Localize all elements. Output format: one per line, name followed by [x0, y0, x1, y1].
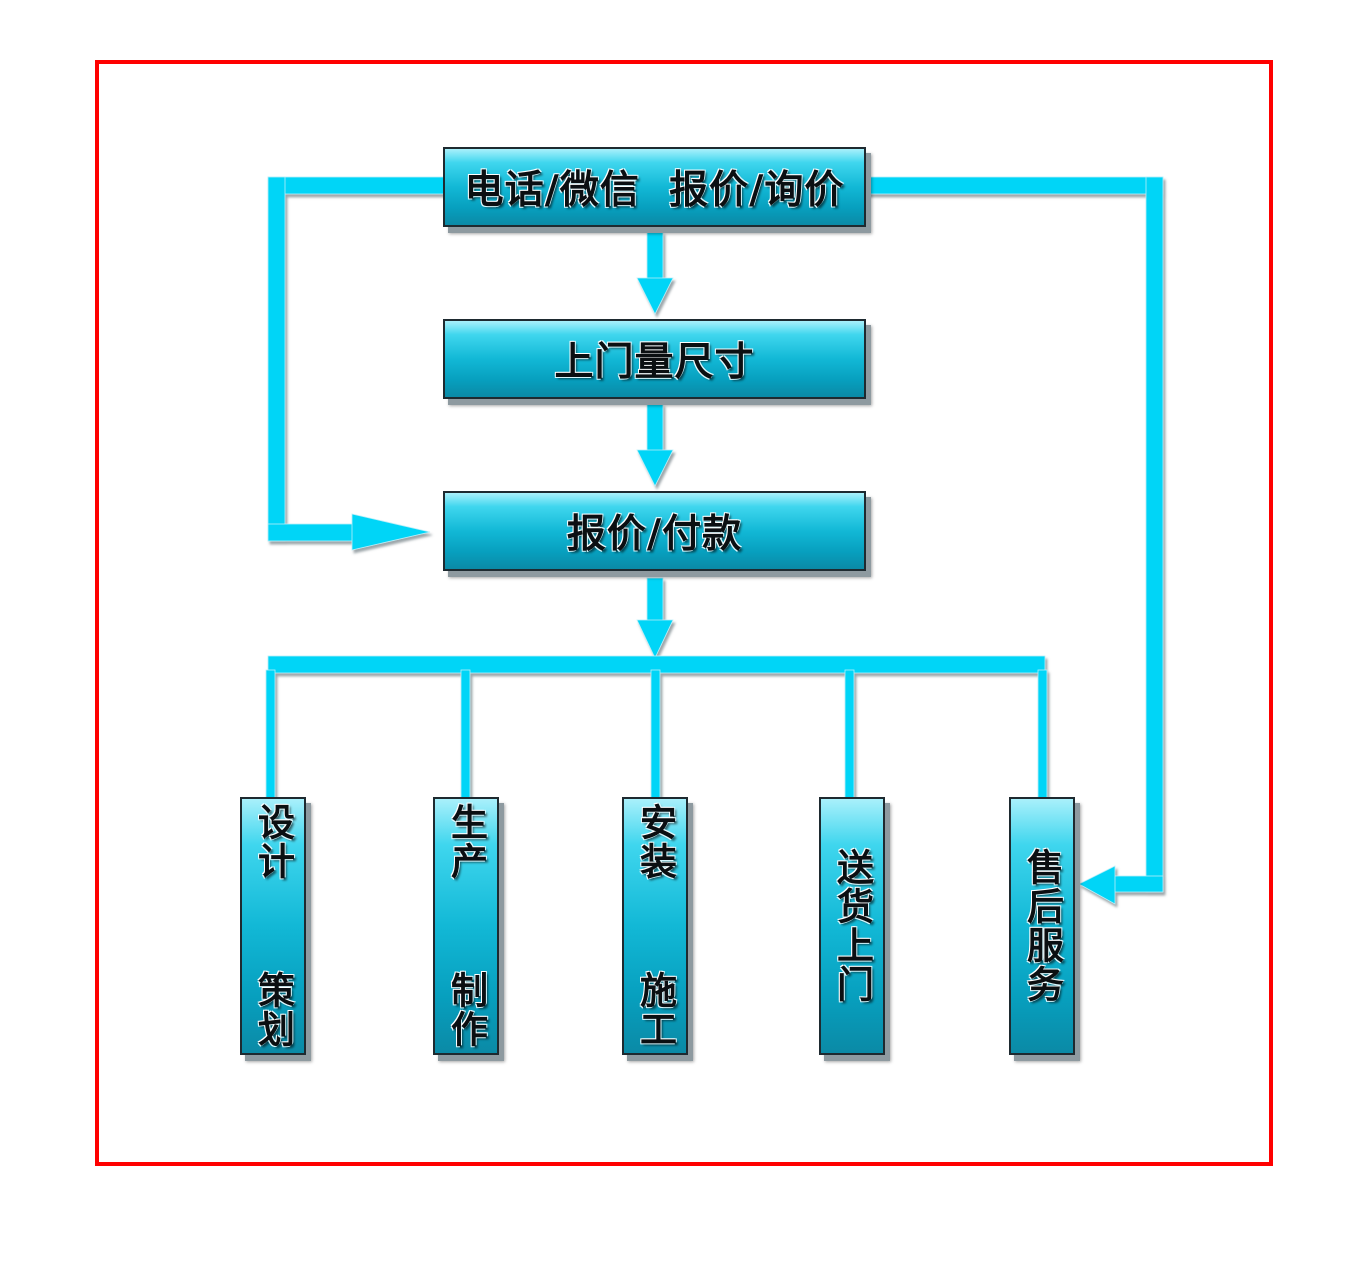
right-bottom-bar [1111, 875, 1164, 893]
branch-delivery: 送货上门 [819, 797, 885, 1055]
branch-production: 生产 制作 [433, 797, 499, 1055]
arrow-2-head [636, 449, 674, 487]
drop-after-sales [1037, 669, 1048, 799]
arrow-1-shaft [646, 231, 664, 281]
step-quote-payment: 报价/付款 [443, 491, 866, 571]
drop-production [460, 669, 471, 799]
step-onsite-measure: 上门量尺寸 [443, 319, 866, 399]
branch-design: 设计 策划 [240, 797, 306, 1055]
step-phone-wechat-quote: 电话/微信 报价/询价 [443, 147, 866, 227]
step-phone-wechat-quote-label: 电话/微信 报价/询价 [464, 168, 845, 213]
branch-installation: 安装 施工 [622, 797, 688, 1055]
arrow-1-head [636, 277, 674, 315]
step-onsite-measure-label: 上门量尺寸 [554, 340, 755, 385]
diagram-frame [95, 60, 1273, 1166]
branch-delivery-label: 送货上门 [830, 848, 874, 1004]
branch-after-sales-label: 售后服务 [1020, 848, 1064, 1004]
step-quote-payment-label: 报价/付款 [566, 512, 743, 557]
arrow-3-shaft [646, 577, 664, 625]
left-bottom-bar [267, 523, 361, 542]
branch-production-label: 生产 制作 [444, 803, 488, 1049]
drop-design [265, 669, 276, 799]
branch-design-label: 设计 策划 [251, 803, 295, 1049]
arrow-3-head [636, 619, 674, 659]
right-top-bar [865, 176, 1164, 195]
arrow-to-step3 [351, 513, 431, 551]
arrow-to-after-sales [1078, 865, 1116, 905]
branch-after-sales: 售后服务 [1009, 797, 1075, 1055]
branch-installation-label: 安装 施工 [633, 803, 677, 1049]
drop-installation [650, 669, 661, 799]
left-vertical-bar [267, 176, 286, 542]
drop-delivery [844, 669, 855, 799]
right-vertical-bar [1145, 176, 1164, 893]
left-top-bar [267, 176, 445, 195]
arrow-2-shaft [646, 403, 664, 453]
